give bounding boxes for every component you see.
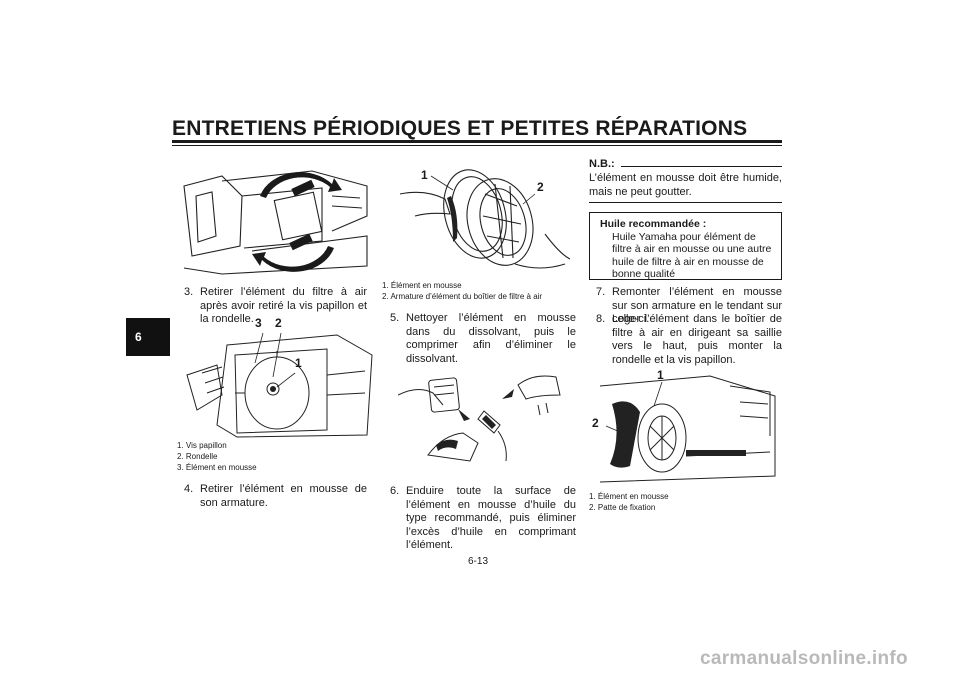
step-number: 4.: [184, 483, 194, 495]
step-4: 4. Retirer l’élément en mousse de son ar…: [184, 483, 367, 510]
captions-col3: 1. Élément en mousse 2. Patte de fixatio…: [589, 491, 669, 513]
step-8: 8. Loger l’élément dans le boîtier de fi…: [596, 313, 782, 367]
step-text: Retirer l’élément en mousse de son armat…: [200, 483, 367, 509]
step-6: 6. Enduire toute la surface de l’élément…: [390, 485, 576, 553]
captions-col1: 1. Vis papillon 2. Rondelle 3. Élément e…: [177, 440, 257, 473]
caption: 3. Élément en mousse: [177, 463, 257, 472]
callout-1: 1: [421, 168, 428, 182]
figure-install-element: [590, 366, 780, 484]
callout-1: 1: [295, 356, 302, 370]
page-number: 6-13: [468, 556, 489, 567]
recommended-oil-body: Huile Yamaha pour élément de filtre à ai…: [612, 230, 772, 281]
callout-2: 2: [592, 416, 599, 430]
step-text: Loger l’élément dans le boîtier de filtr…: [612, 313, 782, 366]
step-7: 7. Remonter l’élément en mousse sur son …: [596, 286, 782, 327]
step-3: 3. Retirer l’élément du filtre à air apr…: [184, 286, 367, 327]
figure-clean-oil-illustration: [398, 375, 561, 462]
caption: 1. Élément en mousse: [589, 492, 669, 501]
note-rule: [621, 166, 782, 167]
page-title: ENTRETIENS PÉRIODIQUES ET PETITES RÉPARA…: [172, 117, 748, 140]
recommended-oil-heading: Huile recommandée :: [600, 218, 707, 230]
figure-remove-cover-illustration: [183, 170, 368, 275]
watermark: carmanualsonline.info: [700, 648, 908, 669]
captions-col2: 1. Élément en mousse 2. Armature d’éléme…: [382, 280, 542, 302]
step-number: 8.: [596, 313, 606, 325]
step-number: 7.: [596, 286, 606, 298]
step-text: Nettoyer l’élément en mousse dans du dis…: [406, 312, 576, 365]
title-rule: [172, 140, 782, 143]
caption: 2. Armature d’élément du boîtier de filt…: [382, 292, 543, 301]
chapter-tab: 6: [126, 318, 170, 356]
step-5: 5. Nettoyer l’élément en mousse dans du …: [390, 312, 576, 366]
figure-foam-element: [395, 154, 575, 279]
note-end-rule: [589, 202, 782, 203]
recommended-oil-box: Huile recommandée : Huile Yamaha pour él…: [589, 212, 782, 280]
step-text: Remonter l’élément en mousse sur son arm…: [612, 286, 782, 325]
figure-foam-element-illustration: [399, 169, 571, 269]
note-text: L’élément en mousse doit être humide, ma…: [589, 172, 782, 198]
figure-remove-cover: [182, 156, 372, 276]
caption: 2. Patte de fixation: [589, 503, 656, 512]
step-number: 3.: [184, 286, 194, 298]
callout-2: 2: [537, 180, 544, 194]
caption: 2. Rondelle: [177, 452, 218, 461]
callout-3: 3: [255, 316, 262, 330]
step-text: Retirer l’élément du filtre à air après …: [200, 286, 367, 325]
note-label: N.B.:: [589, 158, 615, 170]
caption: 1. Vis papillon: [177, 441, 227, 450]
figure-filter-element-illustration: [186, 332, 373, 438]
figure-filter-element: [177, 315, 374, 440]
step-number: 6.: [390, 485, 400, 497]
callout-1: 1: [657, 368, 664, 382]
step-text: Enduire toute la surface de l’élément en…: [406, 485, 576, 551]
title-rule-thin: [172, 145, 782, 146]
caption: 1. Élément en mousse: [382, 281, 462, 290]
figure-install-element-illustration: [599, 375, 776, 483]
figure-clean-oil: [398, 365, 568, 475]
step-number: 5.: [390, 312, 400, 324]
callout-2: 2: [275, 316, 282, 330]
